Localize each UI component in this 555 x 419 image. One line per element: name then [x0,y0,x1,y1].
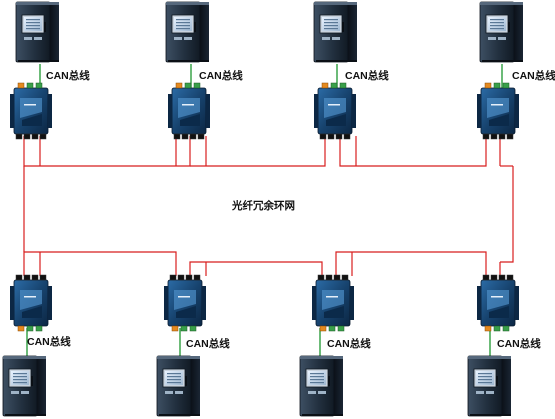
bottom-can-bus-label-3: CAN总线 [327,338,371,350]
top-converter-2 [168,82,210,140]
top-can-bus-label-2: CAN总线 [199,70,243,82]
bottom-can-bus-label-2: CAN总线 [186,338,230,350]
fiber-link-1 [23,136,191,167]
bottom-can-bus-label-1: CAN总线 [27,336,71,348]
bottom-cabinet-2 [156,355,200,417]
bottom-cabinet-4 [467,355,511,417]
top-cabinet-3 [313,1,357,63]
fiber-link-9 [23,251,177,276]
bottom-can-bus-label-4: CAN总线 [497,338,541,350]
fiber-link-11 [189,261,323,276]
bottom-cabinet-3 [299,355,343,417]
top-can-bus-label-3: CAN总线 [345,70,389,82]
ring-label: 光纤冗余环网 [232,200,295,212]
bottom-converter-1 [10,274,52,332]
top-cabinet-1 [15,1,59,63]
bottom-converter-3 [312,274,354,332]
wires-layer [23,64,514,356]
top-converter-4 [477,82,519,140]
top-cabinet-2 [165,1,209,63]
top-can-bus-label-4: CAN总线 [512,70,555,82]
fiber-link-4 [190,136,326,167]
top-converter-3 [314,82,356,140]
fiber-link-13 [335,251,487,276]
top-converter-1 [10,82,52,140]
fiber-link-17 [500,166,514,263]
fiber-link-6 [339,136,487,167]
top-cabinet-4 [479,1,523,63]
top-can-bus-label-1: CAN总线 [46,70,90,82]
bottom-converter-2 [164,274,206,332]
devices-layer [2,1,523,417]
bottom-cabinet-1 [2,355,46,417]
bottom-converter-4 [477,274,519,332]
